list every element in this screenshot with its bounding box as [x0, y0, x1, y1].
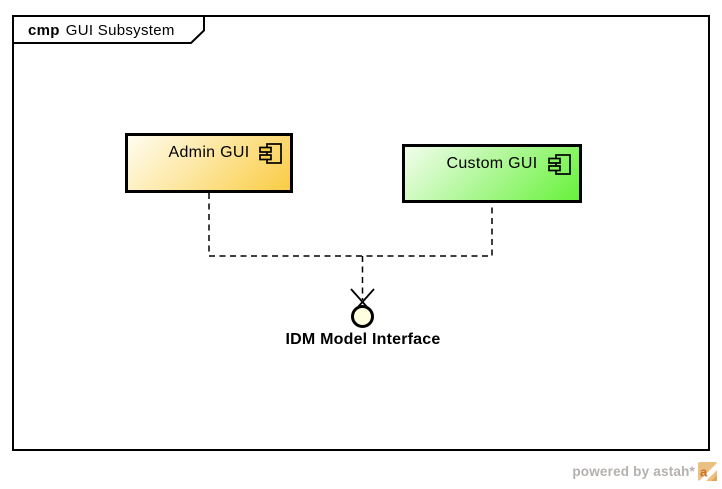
interface-ball-icon [351, 305, 374, 328]
frame-title-text: GUI Subsystem [65, 22, 175, 39]
dependency-arrowhead-icon [350, 288, 375, 308]
diagram-frame [12, 15, 710, 451]
interface-name: IDM Model Interface [285, 331, 441, 348]
frame-keyword: cmp [28, 22, 60, 39]
watermark-text: powered by astah* [572, 464, 695, 479]
uml-component-icon [259, 143, 282, 164]
watermark: powered by astah* a [572, 462, 717, 481]
component-admin-gui: Admin GUI [125, 133, 293, 193]
uml-component-icon [548, 154, 571, 175]
component-name: Custom GUI [446, 155, 538, 172]
frame-title: cmp GUI Subsystem [28, 22, 175, 39]
component-name: Admin GUI [168, 144, 250, 161]
dependency-connector [208, 193, 493, 257]
frame-title-tab [12, 15, 205, 44]
component-custom-gui: Custom GUI [402, 144, 582, 203]
svg-text:a: a [700, 465, 708, 480]
astah-logo-icon: a [698, 462, 717, 481]
